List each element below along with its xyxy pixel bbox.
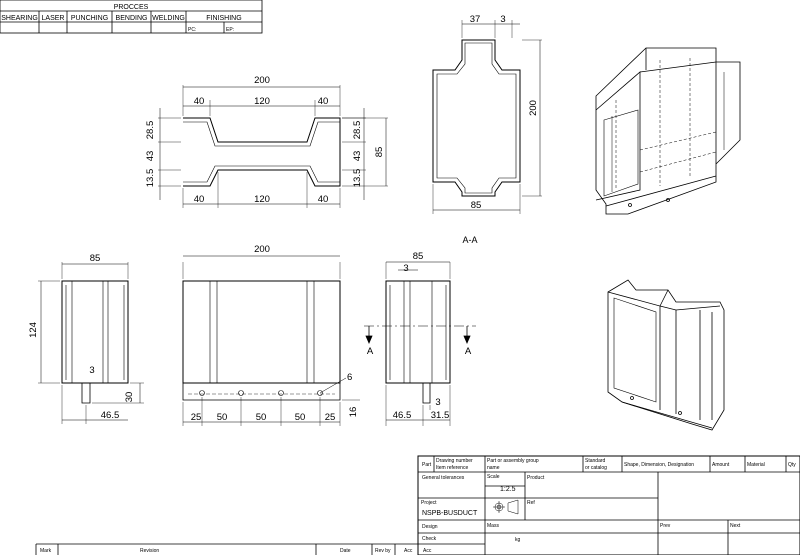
section-view-aa: 37 3 200 85 A-A <box>432 14 542 245</box>
dim-front-overall: 200 <box>254 75 270 86</box>
tb-name: name <box>487 465 500 471</box>
dim-bottom-hole-1: 50 <box>217 412 228 423</box>
dim-front-left-mid: 43 <box>145 151 156 162</box>
pc-label: PC: <box>188 27 196 33</box>
dim-front-right-overall: 85 <box>374 147 385 158</box>
dim-left-tab: 3 <box>89 365 94 376</box>
dim-front-top-left: 40 <box>194 96 205 107</box>
dim-bottom-width: 200 <box>254 244 270 255</box>
dim-front-left-upper: 28.5 <box>145 121 156 140</box>
tb-acc: Acc <box>423 548 432 554</box>
revision-block: Mark Revision Date Rev by Acc Acc <box>35 543 432 555</box>
rev-by: Rev by <box>375 548 391 554</box>
tb-standard: Standard <box>585 458 606 464</box>
tb-or-catalog: or catalog <box>585 465 607 471</box>
isometric-view-bottom <box>607 279 725 431</box>
tb-amount: Amount <box>712 462 730 468</box>
dim-section-width: 85 <box>471 200 482 211</box>
dim-section-height: 200 <box>528 100 539 116</box>
dim-left-foot-height: 30 <box>124 392 135 403</box>
tb-scale-label: Scale <box>487 474 500 480</box>
dim-front-right-lower: 13.5 <box>352 169 363 188</box>
dim-bottom-thickness: 16 <box>348 407 359 418</box>
process-table: PROCCES SHEARING LASER PUNCHING BENDING … <box>0 0 263 34</box>
dim-bottom-hole-0: 25 <box>191 412 202 423</box>
tb-check: Check <box>422 536 437 542</box>
side-view-left: 85 124 3 30 46.5 <box>28 253 144 424</box>
process-col-shearing: SHEARING <box>1 15 38 22</box>
dim-left-width: 85 <box>90 253 101 264</box>
dim-bottom-hole-2: 50 <box>256 412 267 423</box>
dim-hole-diameter: 6 <box>347 372 352 383</box>
dim-front-top-mid: 120 <box>254 96 270 107</box>
front-view: 200 40 120 40 40 120 40 28.5 43 13.5 28.… <box>145 75 388 208</box>
dim-left-foot-offset: 46.5 <box>101 410 120 421</box>
tb-part-group: Part or assembly group <box>487 458 539 464</box>
process-col-bending: BENDING <box>116 15 148 22</box>
process-col-punching: PUNCHING <box>71 15 108 22</box>
dim-right-tab: 3 <box>435 397 440 408</box>
ep-label: EP: <box>226 27 234 33</box>
section-mark-right: A <box>465 346 472 357</box>
dim-right-top: 3 <box>403 263 408 274</box>
dim-left-height: 124 <box>28 322 39 338</box>
dim-bottom-hole-3: 50 <box>295 412 306 423</box>
rev-mark: Mark <box>40 548 52 554</box>
tb-product: Product <box>527 475 545 481</box>
dim-front-right-upper: 28.5 <box>352 121 363 140</box>
dim-section-top-a: 37 <box>470 14 481 25</box>
process-col-laser: LASER <box>42 15 65 22</box>
rev-date: Date <box>340 548 351 554</box>
tb-item-reference: Item reference <box>436 465 468 471</box>
rev-revision: Revision <box>140 548 159 554</box>
tb-shape: Shape, Dimension, Designation <box>624 462 694 468</box>
section-mark-left: A <box>367 346 374 357</box>
dim-front-right-mid: 43 <box>352 151 363 162</box>
tb-project-value: NSPB-BUSDUCT <box>422 510 478 517</box>
tb-prev: Prev <box>660 523 671 529</box>
tb-general-tolerances: General tolerances <box>422 475 465 481</box>
tb-material: Material <box>747 462 765 468</box>
side-view-right: 85 3 A A 3 46.5 31.5 <box>364 251 476 426</box>
dim-right-width: 85 <box>413 251 424 262</box>
dim-section-top-b: 3 <box>500 14 505 25</box>
rev-acc: Acc <box>404 548 413 554</box>
process-title: PROCCES <box>114 4 149 11</box>
dim-front-left-lower: 13.5 <box>145 169 156 188</box>
dim-bottom-hole-4: 25 <box>325 412 336 423</box>
dim-front-bottom-left: 40 <box>194 194 205 205</box>
dim-front-bottom-mid: 120 <box>254 194 270 205</box>
tb-qty: Qty <box>788 462 796 468</box>
dim-front-top-right: 40 <box>318 96 329 107</box>
isometric-view-top <box>595 47 741 215</box>
process-col-welding: WELDING <box>152 15 185 22</box>
dim-front-bottom-right: 40 <box>318 194 329 205</box>
process-col-finishing: FINISHING <box>206 15 241 22</box>
tb-scale-value: 1:2.5 <box>500 486 516 493</box>
dim-right-bottom-b: 31.5 <box>431 410 450 421</box>
dim-right-bottom-a: 46.5 <box>393 410 412 421</box>
tb-design: Design <box>422 524 438 530</box>
tb-kg: kg <box>515 537 521 543</box>
bottom-view: 200 25 50 50 50 25 6 16 <box>182 244 360 426</box>
section-label: A-A <box>462 235 477 245</box>
title-block: Part Drawing number Item reference Part … <box>417 455 800 555</box>
tb-part: Part <box>422 462 432 468</box>
tb-drawing-number: Drawing number <box>436 458 473 464</box>
tb-project-label: Project <box>421 500 437 506</box>
tb-next: Next <box>730 523 741 529</box>
tb-mass: Mass <box>487 523 499 529</box>
projection-symbol-icon <box>493 499 519 515</box>
tb-ref: Ref <box>527 500 535 506</box>
